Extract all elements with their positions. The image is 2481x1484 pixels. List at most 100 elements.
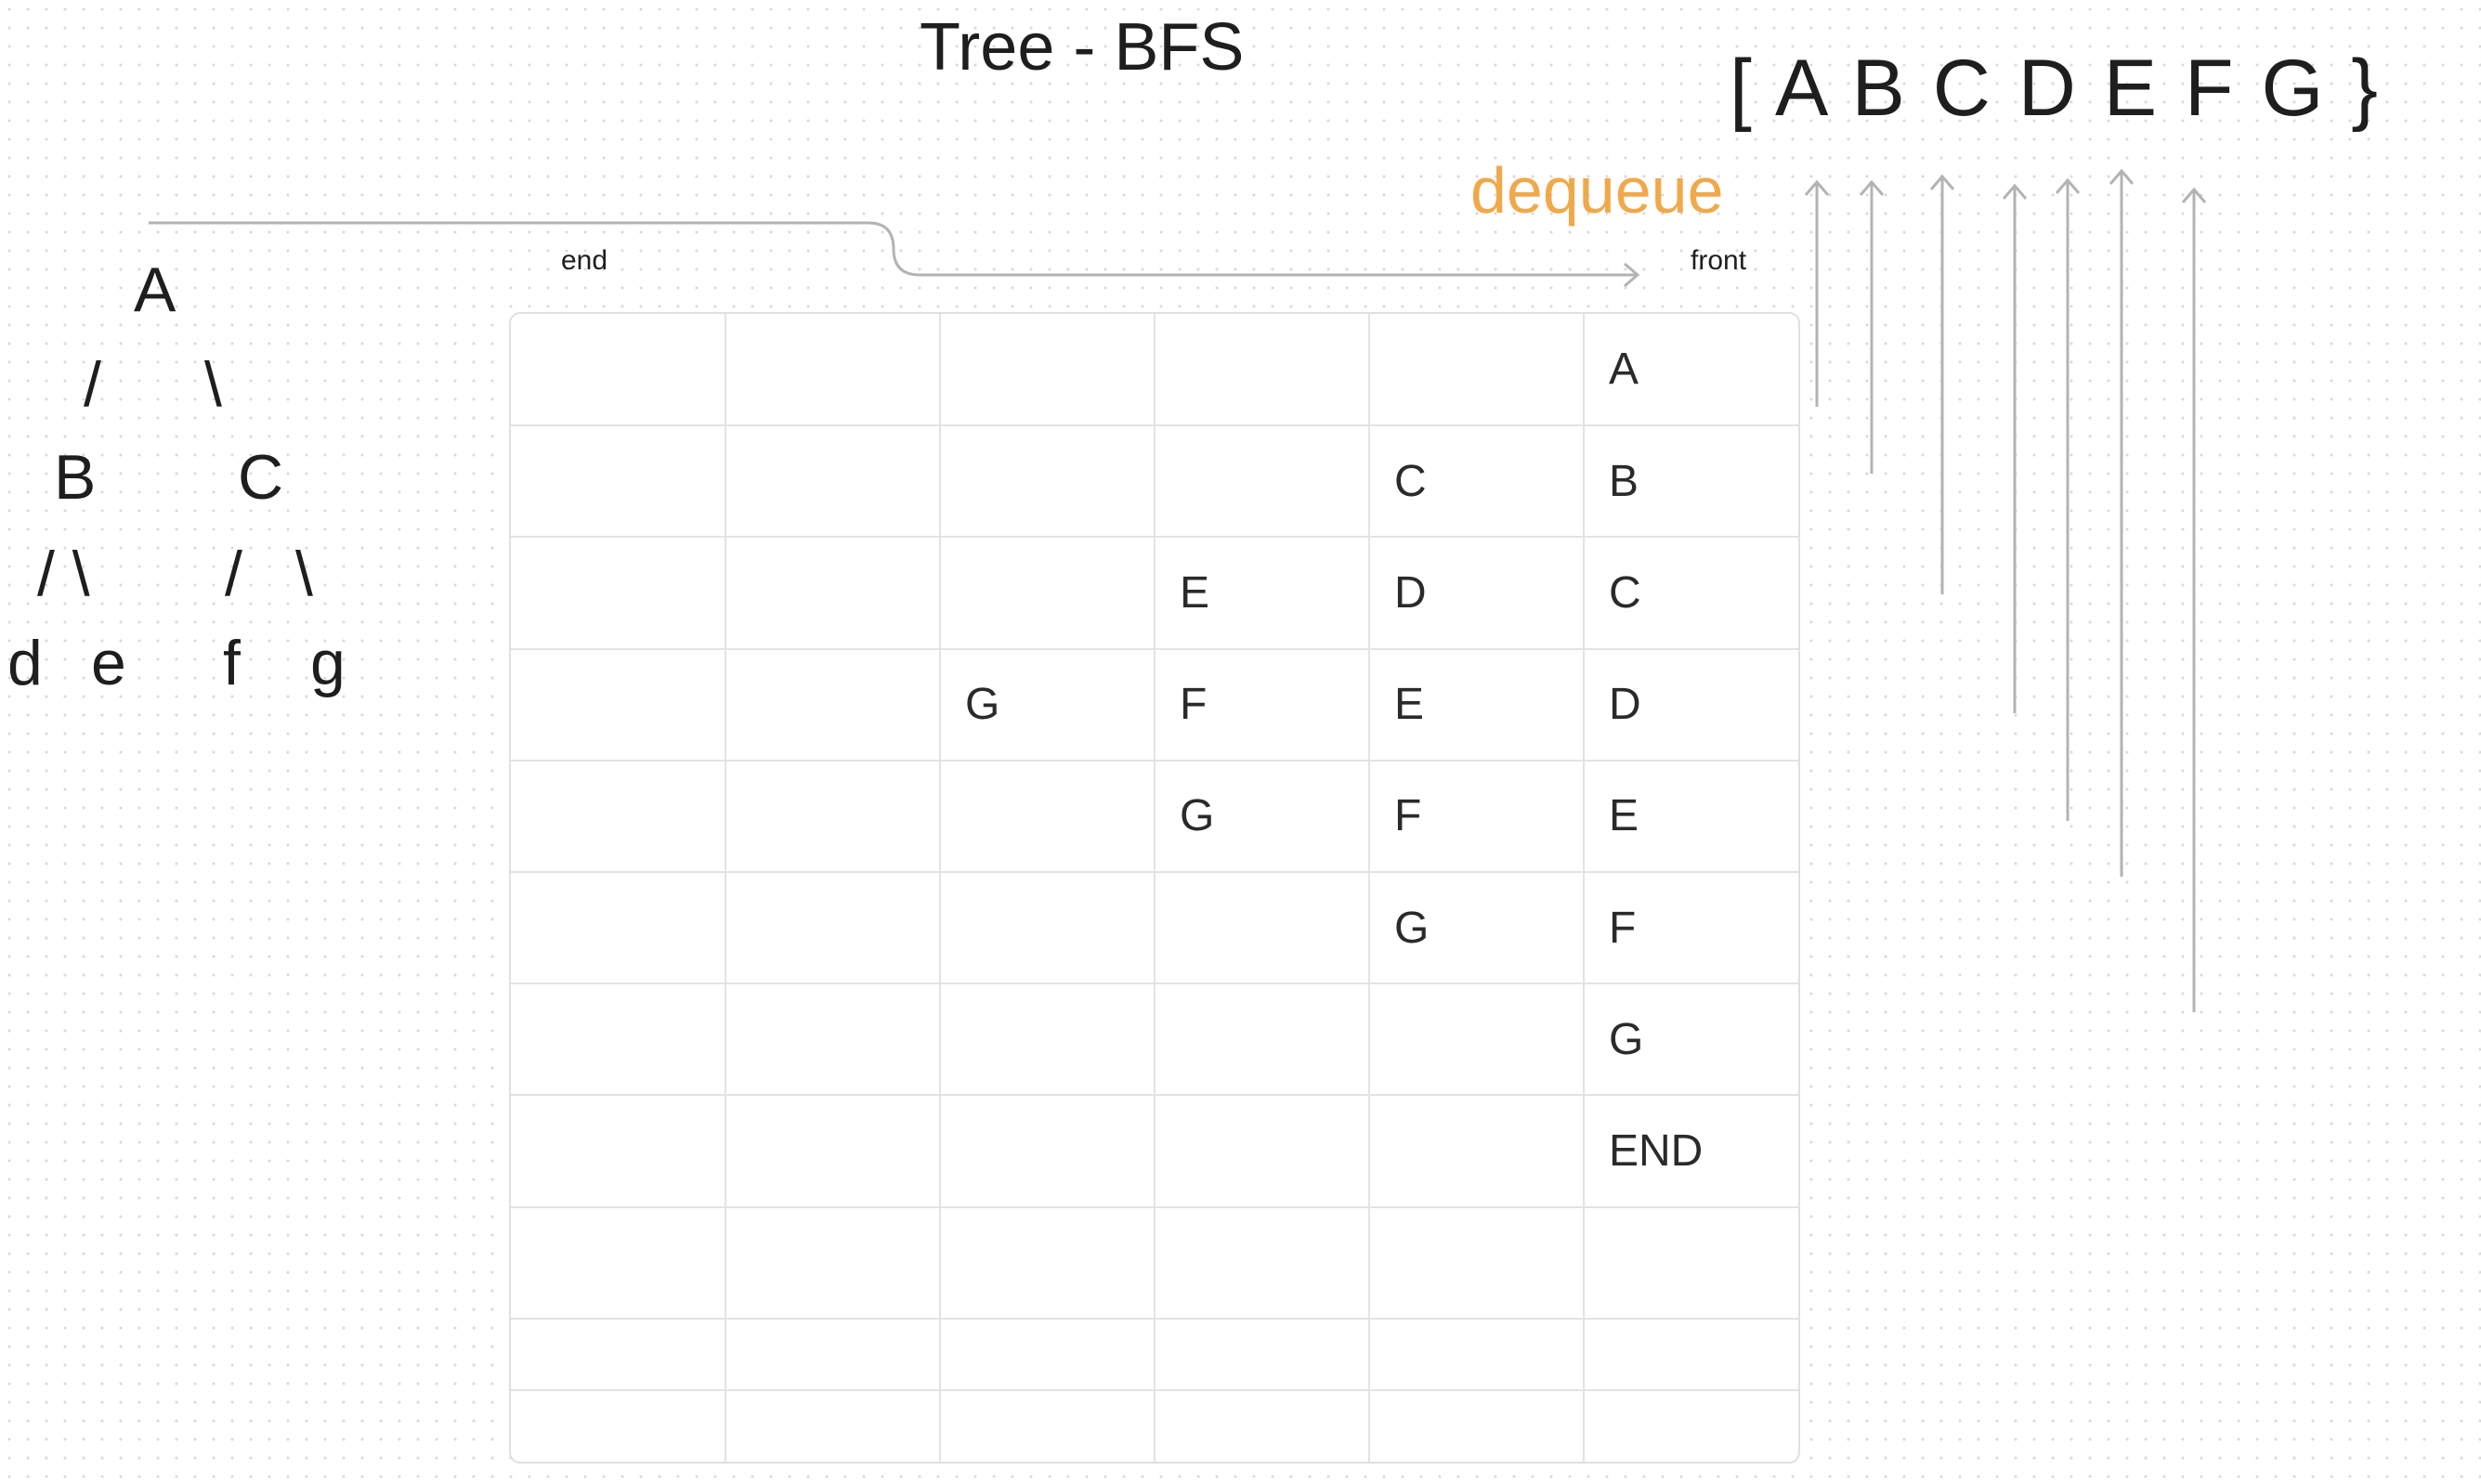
table-cell: B: [1584, 425, 1798, 539]
table-cell: [511, 1389, 726, 1462]
queue-direction-arrow: [149, 221, 1637, 277]
table-cell: [1369, 314, 1585, 427]
table-cell: [725, 1318, 941, 1391]
table-cell: [1369, 1318, 1585, 1391]
table-cell: [511, 983, 726, 1097]
table-cell: [725, 871, 941, 985]
table-cell: [725, 425, 941, 539]
dequeue-arrow-c: [1929, 174, 1955, 594]
table-cell: [1155, 425, 1370, 539]
table-cell: [511, 1095, 726, 1208]
dequeue-arrow-d: [2002, 183, 2028, 713]
tree-node-root: A: [134, 254, 176, 325]
page-title: Tree - BFS: [920, 10, 1245, 85]
table-cell: G: [1584, 983, 1798, 1097]
queue-front-label: front: [1691, 245, 1747, 276]
table-cell: G: [1155, 760, 1370, 873]
table-cell: E: [1584, 760, 1798, 873]
queue-direction-arrowhead: [1624, 262, 1640, 288]
table-cell: [1584, 1390, 1798, 1462]
table-cell: [1369, 983, 1585, 1097]
table-cell: D: [1584, 648, 1798, 762]
table-cell: G: [940, 648, 1156, 762]
table-row: [511, 1206, 1798, 1320]
table-cell: [511, 1206, 726, 1320]
table-cell: [1155, 1389, 1370, 1462]
table-cell: [1155, 871, 1370, 985]
dequeue-arrow-b: [1859, 179, 1885, 474]
table-cell: [725, 1389, 941, 1462]
table-cell: [725, 1095, 941, 1208]
table-cell: E: [1155, 537, 1370, 650]
table-cell: C: [1584, 537, 1798, 650]
table-cell: D: [1369, 537, 1585, 650]
tree-edge-left: /: [84, 349, 101, 420]
table-cell: [940, 1318, 1156, 1391]
table-cell: [1155, 1318, 1370, 1391]
table-cell: [940, 537, 1156, 650]
table-cell: A: [1584, 314, 1798, 427]
table-cell: END: [1584, 1095, 1798, 1208]
table-cell: [940, 983, 1156, 1097]
tree-node-d: d: [7, 628, 43, 698]
table-cell: [1369, 1206, 1585, 1320]
table-cell: [1155, 1095, 1370, 1208]
table-cell: [725, 314, 941, 427]
dequeue-arrow-f: [2109, 168, 2135, 877]
table-cell: [511, 760, 726, 873]
table-cell: F: [1584, 871, 1798, 985]
table-cell: [725, 1206, 941, 1320]
table-cell: [1369, 1095, 1585, 1208]
table-cell: [940, 871, 1156, 985]
table-cell: [940, 314, 1156, 427]
table-cell: [725, 760, 941, 873]
tree-edge-right: \: [204, 349, 222, 420]
table-cell: [725, 983, 941, 1097]
table-cell: [940, 1095, 1156, 1208]
table-cell: [940, 1389, 1156, 1462]
table-cell: [725, 648, 941, 762]
table-row: [511, 1389, 1798, 1462]
table-cell: [511, 1318, 726, 1391]
table-cell: [940, 1206, 1156, 1320]
tree-node-b: B: [54, 442, 97, 513]
tree-node-e: e: [91, 628, 126, 698]
table-cell: [1369, 1389, 1585, 1462]
table-cell: G: [1369, 871, 1585, 985]
queue-end-label: end: [561, 245, 608, 276]
tree-edges-b-children: / \: [37, 539, 90, 609]
tree-node-g: g: [310, 628, 346, 698]
table-cell: [511, 871, 726, 985]
table-cell: [1155, 314, 1370, 427]
table-cell: [1155, 983, 1370, 1097]
table-row: A: [511, 314, 1798, 427]
table-cell: [511, 537, 726, 650]
table-cell: [511, 648, 726, 762]
bfs-result-sequence: [ A B C D E F G }: [1730, 44, 2378, 133]
table-cell: [1584, 1318, 1798, 1391]
dequeue-arrow-g: [2181, 187, 2207, 1012]
dequeue-label: dequeue: [1470, 154, 1724, 227]
table-cell: [511, 314, 726, 427]
table-cell: F: [1155, 648, 1370, 762]
table-cell: C: [1369, 425, 1585, 539]
table-cell: [725, 537, 941, 650]
tree-node-c: C: [238, 442, 284, 513]
tree-node-f: f: [223, 628, 241, 698]
table-row: G: [511, 983, 1798, 1097]
table-cell: [1584, 1206, 1798, 1320]
table-cell: E: [1369, 648, 1585, 762]
table-cell: [940, 425, 1156, 539]
tree-edge-c-right: \: [295, 539, 313, 609]
table-cell: [1155, 1206, 1370, 1320]
table-row: [511, 1318, 1798, 1391]
tree-edge-c-left: /: [225, 539, 242, 609]
